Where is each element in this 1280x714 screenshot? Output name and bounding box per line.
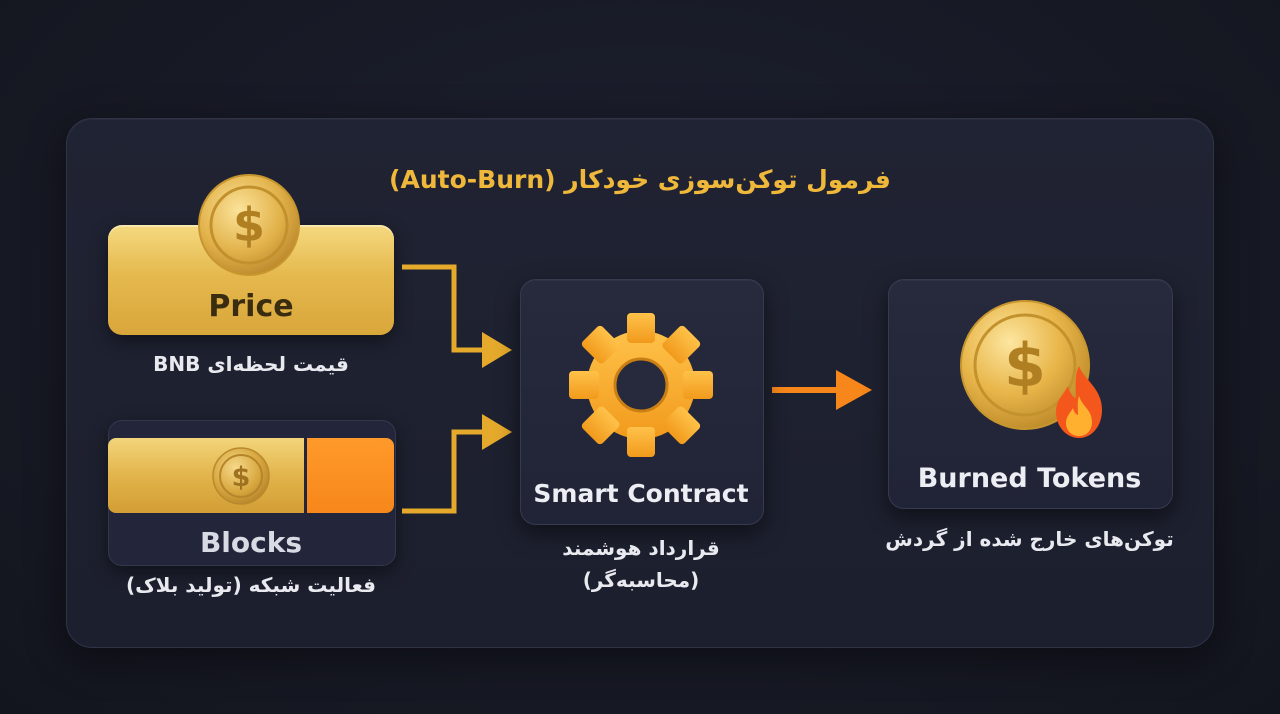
svg-text:$: $ — [233, 198, 265, 252]
blocks-label: Blocks — [199, 526, 303, 559]
blocks-caption: فعالیت شبکه (تولید بلاک) — [126, 573, 376, 597]
fire-icon — [1056, 366, 1102, 438]
burned-tokens-caption: توکن‌های خارج شده از گردش — [885, 527, 1174, 551]
smart-contract-caption-line2: (محاسبه‌گر) — [582, 568, 700, 592]
smart-contract-caption-line1: قرارداد هوشمند — [562, 536, 720, 560]
blocks-gold-segment — [108, 438, 304, 513]
dollar-coin-icon: $ — [960, 300, 1090, 430]
diagram-title: فرمول توکن‌سوزی خودکار (Auto-Burn) — [389, 165, 891, 194]
svg-text:$: $ — [1004, 331, 1046, 401]
blocks-orange-segment — [307, 438, 394, 513]
burned-tokens-label: Burned Tokens — [917, 463, 1142, 494]
price-caption: قیمت لحظه‌ای BNB — [153, 352, 349, 376]
price-label: Price — [208, 289, 294, 324]
dollar-coin-icon: $ — [212, 447, 270, 505]
smart-contract-caption: قرارداد هوشمند (محاسبه‌گر) — [500, 532, 782, 596]
gear-icon — [569, 313, 713, 457]
dollar-coin-icon: $ — [198, 174, 300, 276]
svg-text:$: $ — [232, 462, 251, 493]
smart-contract-label: Smart Contract — [533, 479, 749, 508]
